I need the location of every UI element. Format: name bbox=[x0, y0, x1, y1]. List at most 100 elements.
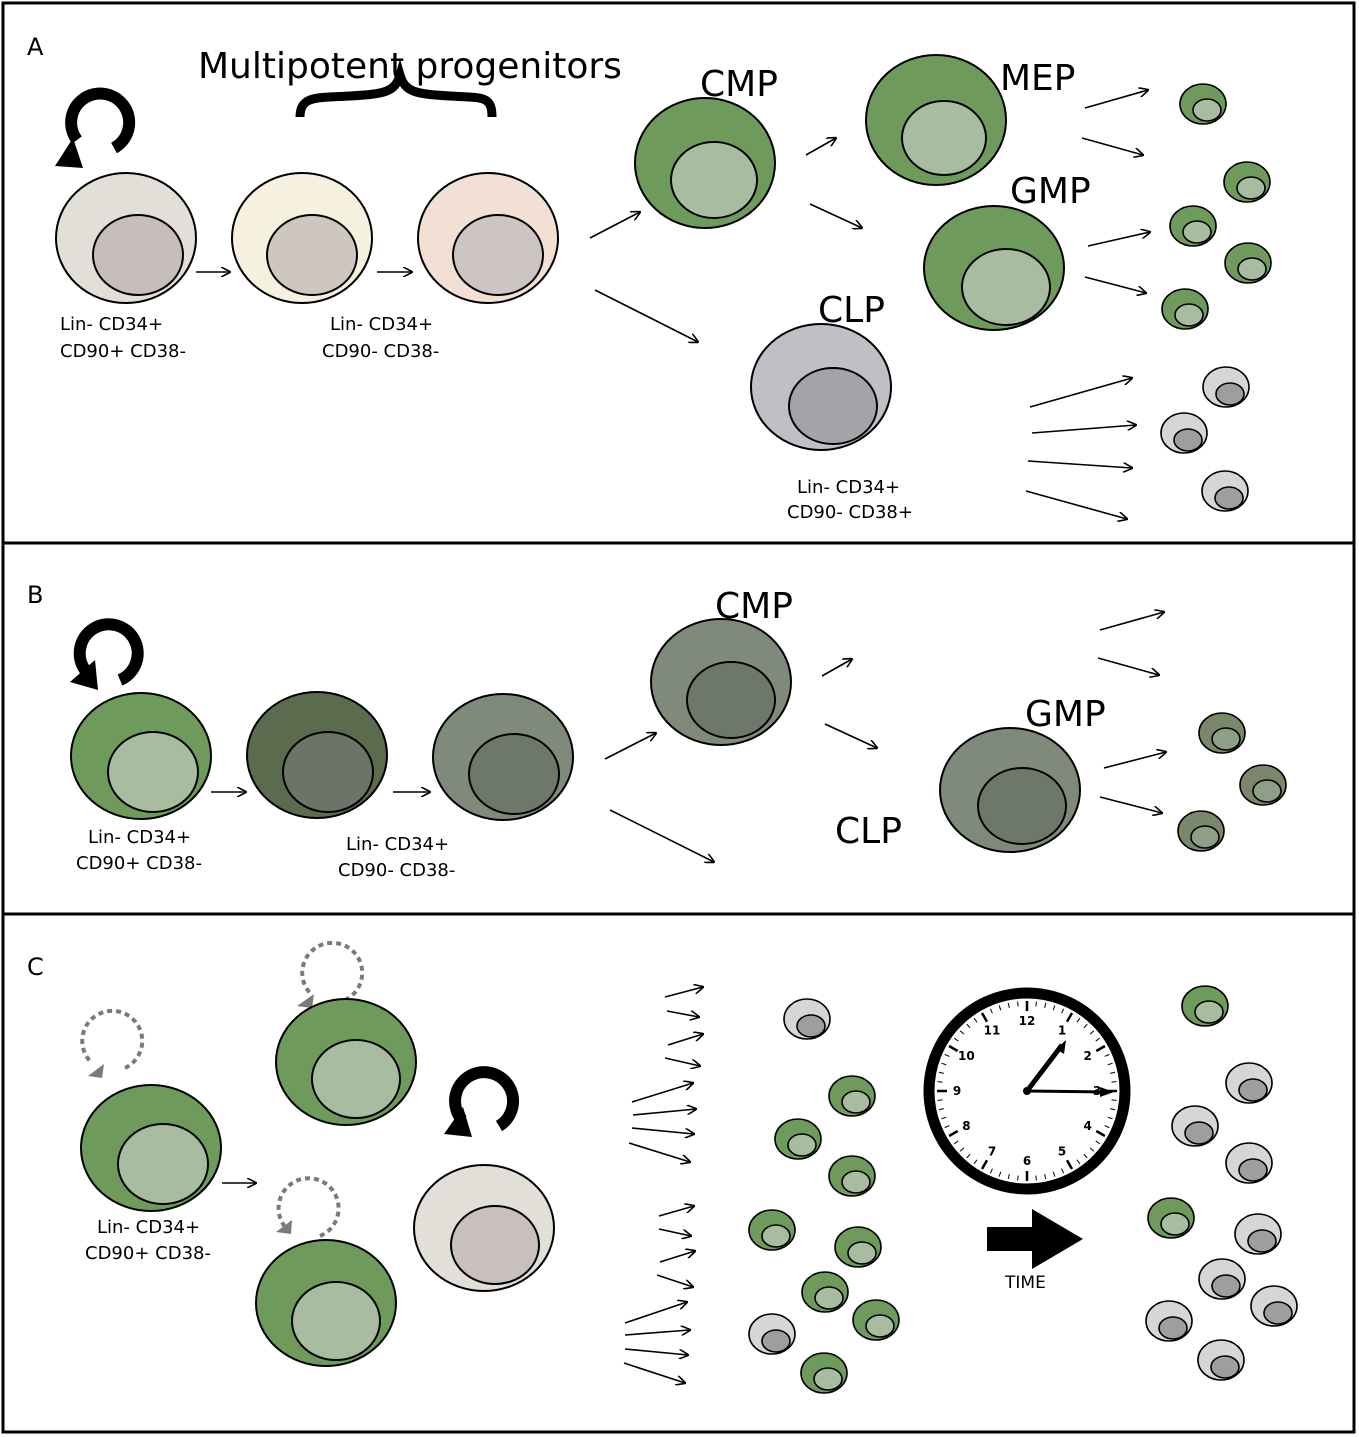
arrow bbox=[809, 203, 862, 228]
panel-c-letter: C bbox=[27, 953, 44, 981]
clock-numeral: 12 bbox=[1019, 1014, 1036, 1028]
arrow bbox=[623, 1362, 685, 1383]
progeny-cell bbox=[1181, 985, 1229, 1027]
clock-tick bbox=[944, 1125, 950, 1129]
progeny-cell bbox=[1145, 1300, 1193, 1342]
progeny-cell bbox=[1160, 412, 1208, 454]
arrow bbox=[604, 733, 656, 760]
clock-tick bbox=[1076, 1017, 1081, 1023]
hsc-markers-line2: CD90+ CD38- bbox=[85, 1243, 211, 1264]
gmp-label: GMP bbox=[1010, 171, 1091, 212]
clock-tick bbox=[1061, 1168, 1065, 1174]
arrow bbox=[658, 1228, 691, 1236]
progeny-cell bbox=[1225, 1062, 1273, 1104]
arrow bbox=[631, 1127, 694, 1134]
clock-tick bbox=[1095, 1037, 1101, 1042]
clock-center bbox=[1023, 1087, 1031, 1095]
clock-tick bbox=[973, 1159, 978, 1165]
cmp-cell bbox=[634, 97, 776, 229]
clock-tick bbox=[1095, 1129, 1106, 1138]
hsc-cell bbox=[255, 1239, 397, 1367]
clock-tick bbox=[938, 1108, 944, 1111]
clock-icon: 121234567891011 bbox=[923, 987, 1131, 1195]
cmp-cell bbox=[650, 618, 792, 746]
mpp-cell bbox=[231, 172, 373, 304]
progeny-cell bbox=[1197, 1339, 1245, 1381]
clock-tick bbox=[1095, 1044, 1106, 1053]
dashed-self-renewal-arrow-icon bbox=[80, 1008, 145, 1078]
dashed-self-renewal-arrow-icon bbox=[276, 1176, 341, 1238]
progeny-cell bbox=[1169, 205, 1217, 247]
panel-c-frame bbox=[1, 912, 1356, 1434]
clock-numeral: 10 bbox=[958, 1049, 975, 1063]
clock-numeral: 8 bbox=[962, 1119, 970, 1133]
clock-tick bbox=[944, 1053, 950, 1057]
clock-tick bbox=[980, 1012, 989, 1023]
clock-tick bbox=[948, 1129, 959, 1138]
arrow bbox=[1099, 612, 1164, 631]
arrow bbox=[659, 1251, 695, 1263]
clock-tick bbox=[989, 1008, 993, 1014]
arrow bbox=[1097, 657, 1159, 675]
progeny-cell bbox=[1225, 1142, 1273, 1184]
clock-tick bbox=[1007, 1174, 1010, 1180]
clock-tick bbox=[1007, 1002, 1010, 1008]
progeny-cell bbox=[852, 1299, 900, 1341]
mpp-markers-line2: CD90- CD38- bbox=[338, 860, 455, 881]
progeny-cell bbox=[1179, 83, 1227, 125]
clock-tick bbox=[937, 1081, 943, 1083]
clock-numeral: 7 bbox=[988, 1145, 996, 1159]
curly-brace-icon bbox=[295, 59, 497, 118]
mpp-markers-line1: Lin- CD34+ bbox=[346, 834, 449, 855]
clock-numeral: 9 bbox=[953, 1084, 961, 1098]
progeny-cell bbox=[1171, 1105, 1219, 1147]
arrow bbox=[1081, 137, 1143, 155]
clock-tick bbox=[998, 1171, 1002, 1177]
arrow bbox=[664, 1057, 700, 1066]
arrow bbox=[628, 1142, 690, 1162]
panel-a-letter: A bbox=[27, 33, 44, 61]
hsc-markers-line1: Lin- CD34+ bbox=[60, 314, 163, 335]
hsc-cell bbox=[413, 1164, 555, 1292]
clock-tick bbox=[1111, 1099, 1117, 1101]
clock-tick bbox=[998, 1005, 1002, 1011]
clock-numeral: 4 bbox=[1083, 1119, 1091, 1133]
progeny-cell bbox=[834, 1226, 882, 1268]
clock-tick bbox=[1017, 1175, 1019, 1181]
clock-tick bbox=[1089, 1147, 1095, 1152]
hsc-cell bbox=[55, 172, 197, 304]
clock-minute-hand-tip bbox=[1100, 1087, 1114, 1097]
clock-tick bbox=[989, 1168, 993, 1174]
hsc-markers-line1: Lin- CD34+ bbox=[88, 827, 191, 848]
progeny-cell bbox=[1202, 366, 1250, 408]
clock-tick bbox=[1089, 1030, 1095, 1035]
time-arrow-icon bbox=[987, 1209, 1083, 1269]
self-renewal-arrow-icon bbox=[55, 87, 136, 168]
mpp-markers-line2: CD90- CD38- bbox=[322, 341, 439, 362]
progeny-cell bbox=[1223, 161, 1271, 203]
arrow bbox=[821, 659, 852, 677]
clock-tick bbox=[1044, 1002, 1047, 1008]
arrow bbox=[589, 212, 640, 239]
clock-numeral: 6 bbox=[1023, 1154, 1031, 1168]
arrow bbox=[624, 1348, 688, 1355]
arrow bbox=[1025, 490, 1127, 519]
arrow bbox=[632, 1109, 696, 1116]
clock-numerals: 121234567891011 bbox=[953, 1014, 1101, 1168]
clock-tick bbox=[1076, 1159, 1081, 1165]
arrow bbox=[594, 289, 698, 342]
clock-tick bbox=[1044, 1174, 1047, 1180]
clock-tick bbox=[1107, 1062, 1113, 1066]
progeny-cell bbox=[1147, 1197, 1195, 1239]
progeny-cell bbox=[1198, 712, 1246, 754]
clock-tick bbox=[1110, 1071, 1116, 1074]
clock-tick bbox=[941, 1062, 947, 1066]
hsc-markers-line1: Lin- CD34+ bbox=[97, 1217, 200, 1238]
arrow bbox=[658, 1206, 694, 1217]
progeny-cell bbox=[801, 1271, 849, 1313]
progeny-cell bbox=[1201, 470, 1249, 512]
arrow bbox=[666, 1010, 699, 1017]
time-label: TIME bbox=[1004, 1273, 1046, 1293]
clock-numeral: 1 bbox=[1058, 1023, 1066, 1037]
